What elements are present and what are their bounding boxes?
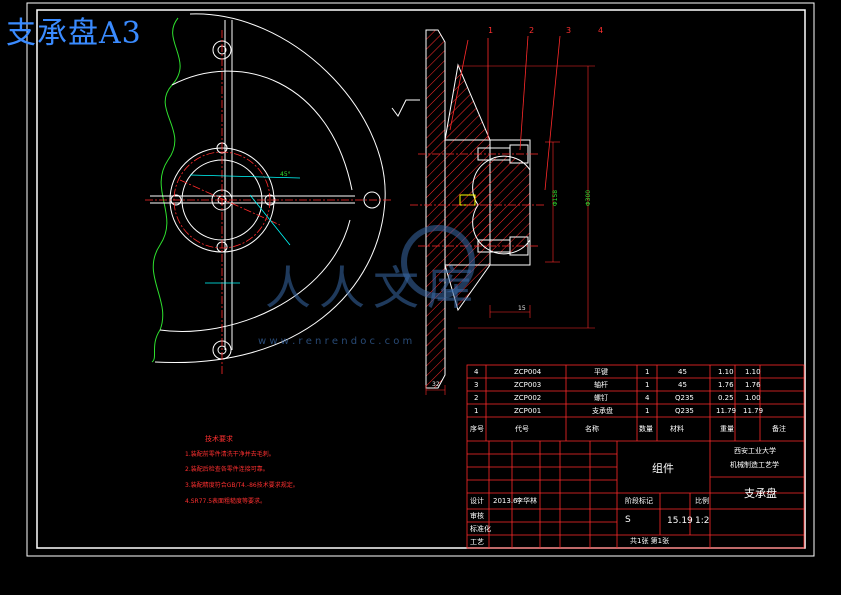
bom-header-weight: 重量 — [720, 425, 734, 433]
title-std-label: 标准化 — [470, 525, 491, 533]
front-center-lines — [145, 30, 392, 375]
title-block-grid — [466, 364, 805, 549]
dim-side-bottom: 32 — [432, 381, 440, 388]
bom-seq: 4 — [474, 368, 479, 376]
title-date: 2013.6 — [493, 497, 518, 505]
rib-top — [444, 63, 491, 141]
bom-material: 45 — [678, 381, 687, 389]
drawing-title-label: 支承盘A3 — [6, 16, 142, 51]
watermark-text: 人人文库 — [265, 261, 481, 315]
surface-finish-symbol — [391, 99, 420, 117]
title-scale-value: 1:2 — [695, 516, 710, 526]
side-view — [425, 29, 531, 389]
bom-material: Q235 — [675, 394, 694, 402]
bom-header-remark: 备注 — [772, 425, 786, 433]
title-check-label: 审核 — [470, 512, 484, 520]
bom-name: 支承盘 — [592, 407, 613, 415]
title-school-line1: 西安工业大学 — [734, 447, 776, 455]
tech-req-line-4: 4.SR77.5表面粗糙度等要求。 — [185, 498, 267, 505]
tech-req-line-2: 2.装配后检查各零件连接可靠。 — [185, 466, 269, 473]
title-stage-label: 阶段标记 — [625, 497, 653, 505]
tech-req-line-3: 3.装配精度符合GB/T4.-86技术要求规定。 — [185, 482, 299, 489]
balloon-1: 1 — [488, 26, 494, 35]
bom-code: ZCP004 — [514, 368, 542, 376]
bom-seq: 2 — [474, 394, 479, 402]
bom-code: ZCP001 — [514, 407, 542, 415]
bom-name: 螺钉 — [594, 394, 608, 402]
bom-header-name: 名称 — [585, 425, 599, 433]
tech-req-line-1: 1.装配前零件清洗干净并去毛刺。 — [185, 451, 275, 458]
bom-name: 平键 — [594, 368, 608, 376]
balloon-2: 2 — [529, 26, 535, 35]
bom-total: 1.76 — [745, 381, 761, 389]
bom-total: 1.10 — [745, 368, 761, 376]
bom-qty: 1 — [645, 381, 650, 389]
bom-header-qty: 数量 — [639, 425, 653, 433]
bom-code: ZCP002 — [514, 394, 542, 402]
bom-unit: 0.25 — [718, 394, 734, 402]
bom-code: ZCP003 — [514, 381, 542, 389]
title-part-label: 组件 — [652, 462, 674, 475]
title-school-line2: 机械制造工艺学 — [730, 461, 779, 469]
bom-header-material: 材料 — [670, 425, 684, 433]
title-designer-label: 设计 — [470, 497, 484, 505]
bom-material: 45 — [678, 368, 687, 376]
bom-name: 轴杆 — [594, 381, 608, 389]
side-center-lines — [410, 153, 545, 247]
bom-qty: 1 — [645, 368, 650, 376]
front-dimension-lines — [189, 174, 301, 284]
dim-front-angle: 45° — [280, 171, 291, 178]
title-drawing-name: 支承盘 — [744, 487, 777, 500]
outer-border — [26, 2, 815, 557]
break-line — [151, 17, 181, 363]
bom-qty: 4 — [645, 394, 650, 402]
bom-header-seq: 序号 — [470, 425, 484, 433]
inner-border — [36, 9, 806, 549]
bom-unit: 1.76 — [718, 381, 734, 389]
title-process-label: 工艺 — [470, 538, 484, 546]
leader-lines — [449, 35, 561, 191]
inner-arc — [171, 70, 353, 191]
dim-side-height-1: Φ158 — [552, 189, 560, 207]
title-weight-value: 15.19 — [667, 516, 693, 526]
title-designer-name: 李华林 — [516, 497, 537, 505]
title-sheet-info: 共1张 第1张 — [630, 537, 670, 545]
watermark-url: w w w . r e n r e n d o c . c o m — [258, 336, 413, 347]
bom-qty: 1 — [645, 407, 650, 415]
dim-side-lower: 15 — [518, 305, 526, 312]
bom-total: 1.00 — [745, 394, 761, 402]
side-dimension-lines — [425, 65, 595, 395]
watermark-logo — [401, 225, 475, 299]
title-stage-value: S — [625, 515, 631, 525]
balloon-3: 3 — [566, 26, 572, 35]
bom-unit: 1.10 — [718, 368, 734, 376]
bom-unit: 11.79 — [716, 407, 737, 415]
title-scale-label: 比例 — [695, 497, 709, 505]
dim-side-height-2: Φ300 — [585, 189, 593, 207]
bom-material: Q235 — [675, 407, 694, 415]
bom-total: 11.79 — [743, 407, 764, 415]
bom-seq: 1 — [474, 407, 479, 415]
bom-header-code: 代号 — [515, 425, 529, 433]
bom-seq: 3 — [474, 381, 479, 389]
balloon-4: 4 — [598, 26, 604, 35]
tech-req-heading: 技术要求 — [205, 435, 233, 443]
